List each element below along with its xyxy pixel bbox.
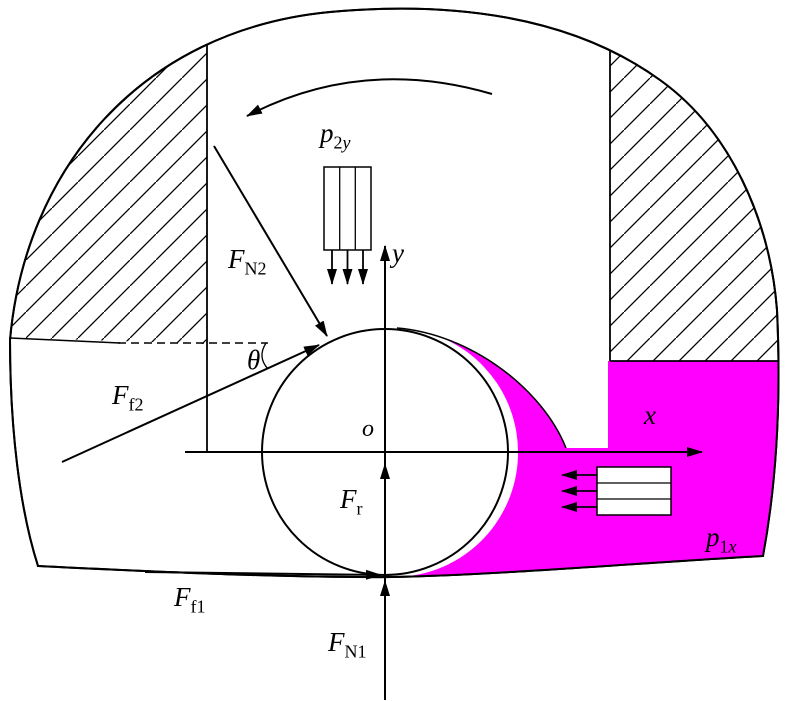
force-label-fn2: FN2 <box>228 244 267 279</box>
housing-outline-stroke <box>8 7 780 579</box>
pressure-fluid-region <box>390 328 779 578</box>
y-axis-label: y <box>392 238 404 268</box>
left-hatch-region <box>10 8 207 344</box>
origin-label: o <box>362 416 374 442</box>
p1x-arrows <box>561 466 672 516</box>
right-hatch-region <box>610 8 779 361</box>
fillet-curve <box>396 327 567 449</box>
ff2-arrow <box>61 344 320 463</box>
pressure-label-p2y: p2y <box>320 118 351 153</box>
p2y-arrows <box>323 166 372 285</box>
rotation-arrow <box>246 78 493 117</box>
x-axis-label: x <box>644 400 656 430</box>
force-label-fr: Fr <box>340 484 363 519</box>
force-label-ff2: Ff2 <box>112 380 144 415</box>
fn2-arrow <box>213 145 328 337</box>
force-label-fn1: FN1 <box>328 627 367 662</box>
force-label-ff1: Ff1 <box>174 582 206 617</box>
ff1-arrow <box>144 569 382 580</box>
hatch-bottom-edge <box>10 337 121 344</box>
theta-label: θ <box>247 345 261 375</box>
theta-arc <box>261 342 269 370</box>
pressure-label-p1x: p1x <box>706 522 737 557</box>
